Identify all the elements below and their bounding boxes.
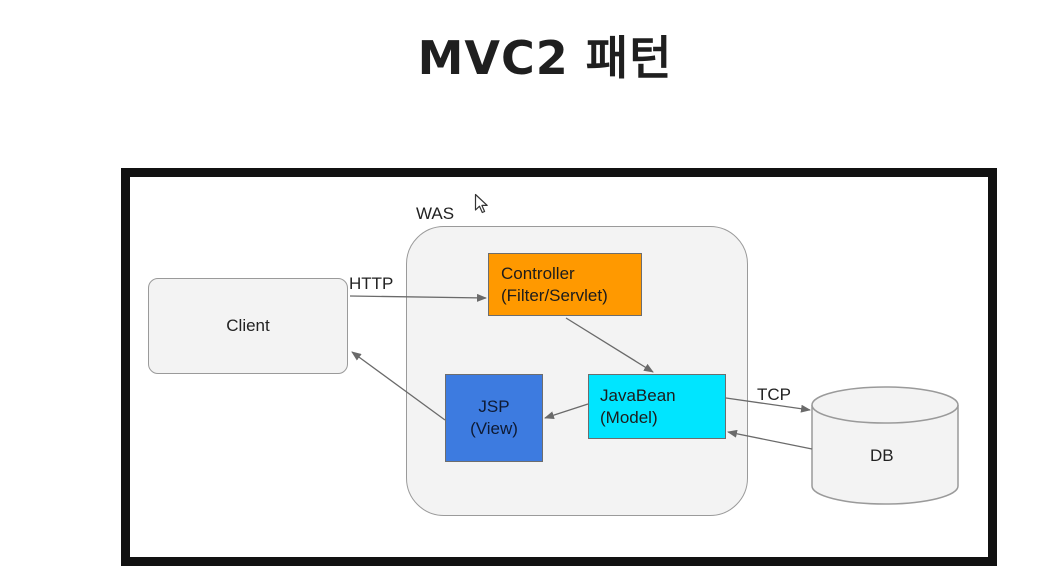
javabean-model-box: JavaBean (Model) — [588, 374, 726, 439]
client-label: Client — [226, 316, 270, 335]
jsp-view-box: JSP (View) — [445, 374, 543, 462]
javabean-title: JavaBean — [600, 385, 676, 405]
db-label: DB — [870, 446, 894, 465]
controller-title: Controller — [501, 263, 575, 283]
javabean-subtitle: (Model) — [600, 407, 658, 427]
controller-box: Controller (Filter/Servlet) — [488, 253, 642, 316]
was-label: WAS — [416, 204, 455, 223]
page-title: MVC2 패턴 — [417, 31, 673, 85]
tcp-label: TCP — [757, 385, 791, 404]
http-label: HTTP — [349, 274, 394, 293]
jsp-subtitle: (View) — [470, 419, 518, 438]
jsp-title: JSP — [478, 397, 510, 416]
controller-subtitle: (Filter/Servlet) — [501, 285, 608, 305]
client-box: Client — [148, 278, 348, 374]
mouse-cursor-icon — [474, 193, 488, 214]
